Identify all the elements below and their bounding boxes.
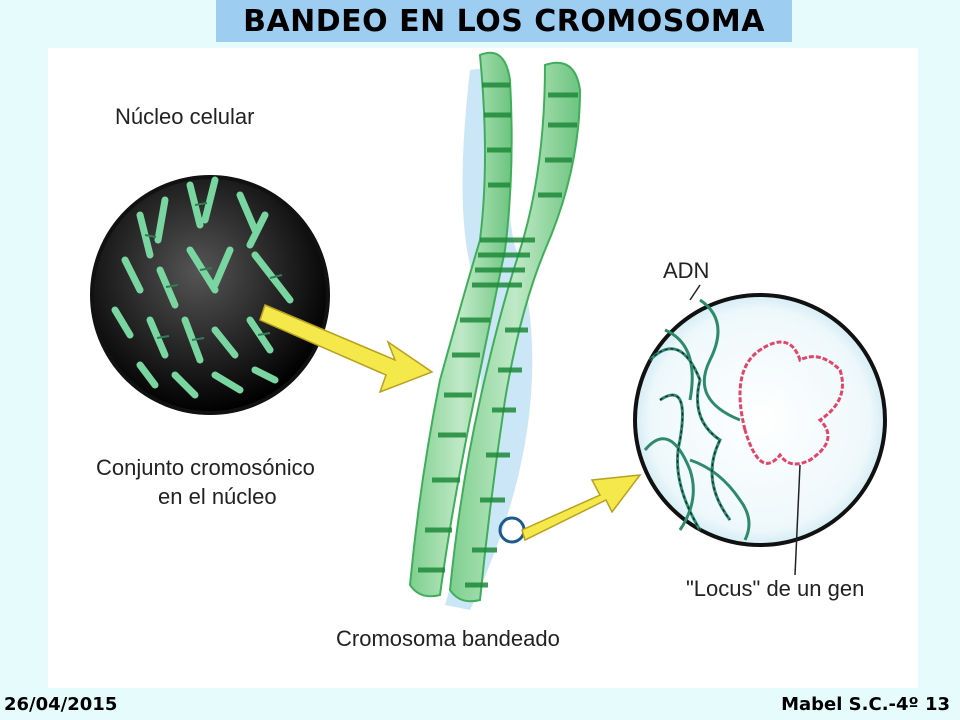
footer-date: 26/04/2015 bbox=[4, 694, 118, 715]
chromosome-set-label-line2: en el núcleo bbox=[158, 484, 277, 509]
banded-chromosome bbox=[408, 51, 582, 610]
dna-label: ADN bbox=[663, 258, 710, 283]
arrow-to-chromosome bbox=[259, 303, 434, 394]
dna-zoom-illustration bbox=[633, 284, 887, 576]
locus-marker bbox=[498, 516, 526, 544]
arrow-to-dna bbox=[521, 474, 642, 542]
footer-author: Mabel S.C.-4º 13 bbox=[781, 694, 950, 715]
nucleus-label: Núcleo celular bbox=[115, 104, 255, 129]
gene-locus-strand bbox=[738, 340, 844, 466]
slide-title: BANDEO EN LOS CROMOSOMA bbox=[216, 0, 792, 42]
nucleus-illustration bbox=[90, 175, 330, 415]
banded-chromosome-label: Cromosoma bandeado bbox=[336, 626, 560, 651]
chromosome-set-label-line1: Conjunto cromosónico bbox=[96, 455, 315, 480]
locus-label: "Locus" de un gen bbox=[686, 576, 865, 601]
